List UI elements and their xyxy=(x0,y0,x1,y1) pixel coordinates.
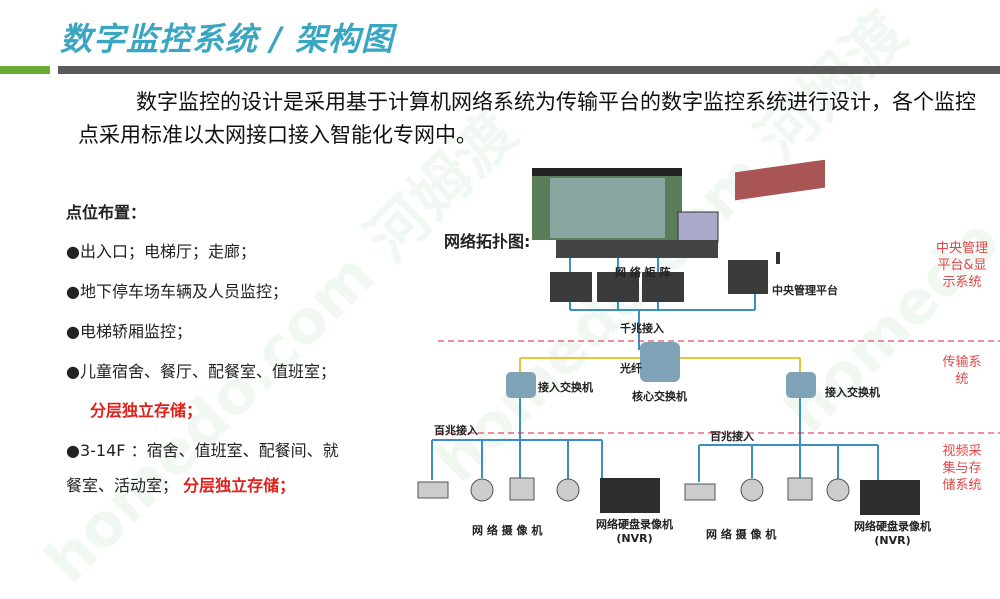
point-item: ●3-14F ：宿舍、值班室、配餐间、就 xyxy=(66,441,339,460)
fast-ethernet-label: 百兆接入 xyxy=(710,430,754,443)
nvr-sub: (NVR) xyxy=(874,534,911,547)
fast-ethernet-label: 百兆接入 xyxy=(434,424,478,437)
storage-note: 分层独立存储； xyxy=(90,401,203,420)
layer-label: 传输系统 xyxy=(942,355,982,387)
matrix-label: 网 络 矩 阵 xyxy=(615,266,671,279)
point-item: ●儿童宿舍、餐厅、配餐室、值班室； xyxy=(66,362,336,381)
nvr-sub: (NVR) xyxy=(616,532,653,545)
points-heading: 点位布置： xyxy=(66,203,147,222)
core-switch-label: 核心交换机 xyxy=(632,390,687,403)
gigabit-label: 千兆接入 xyxy=(620,322,664,335)
layer-label: 中央管理平台&显示系统 xyxy=(935,241,988,290)
access-switch-label: 接入交换机 xyxy=(825,386,880,399)
topology-label: 网络拓扑图: xyxy=(444,232,531,251)
storage-note: 分层独立存储； xyxy=(183,476,296,495)
monitor-icon xyxy=(735,160,825,264)
layer-label: 视频采集与存储系统 xyxy=(942,444,982,493)
point-item: ●电梯轿厢监控； xyxy=(66,322,192,341)
nvr-name: 网络硬盘录像机 xyxy=(596,518,673,531)
central-platform-label: 中央管理平台 xyxy=(772,284,838,297)
camera-icon xyxy=(417,477,850,502)
point-item-text: 餐室、活动室； xyxy=(66,476,179,495)
point-item: 餐室、活动室； 分层独立存储； xyxy=(66,472,295,496)
nvr-label: 网络硬盘录像机(NVR) xyxy=(854,518,931,547)
network-topology-diagram: 网络拓扑图: 网 络 矩 阵 中央管理平台 千兆接入 光纤 接入交换机 核心交换… xyxy=(410,160,1000,563)
switch-icon xyxy=(506,342,816,398)
camera-label: 网 络 摄 像 机 xyxy=(472,524,543,537)
title-accent-bar xyxy=(0,66,50,74)
fiber-label: 光纤 xyxy=(620,362,642,375)
camera-label: 网 络 摄 像 机 xyxy=(706,528,777,541)
nvr-label: 网络硬盘录像机(NVR) xyxy=(596,516,673,545)
title-divider xyxy=(58,66,1000,74)
point-item: ●地下停车场车辆及人员监控； xyxy=(66,282,288,301)
access-switch-label: 接入交换机 xyxy=(538,381,593,394)
point-item: ●出入口；电梯厅；走廊； xyxy=(66,242,256,261)
intro-paragraph: 数字监控的设计是采用基于计算机网络系统为传输平台的数字监控系统进行设计，各个监控… xyxy=(78,90,976,147)
nvr-icon xyxy=(600,478,920,515)
nvr-name: 网络硬盘录像机 xyxy=(854,520,931,533)
page-title: 数字监控系统 / 架构图 xyxy=(60,20,394,58)
server-icon xyxy=(550,260,768,302)
diagram-graphics xyxy=(417,160,1000,515)
